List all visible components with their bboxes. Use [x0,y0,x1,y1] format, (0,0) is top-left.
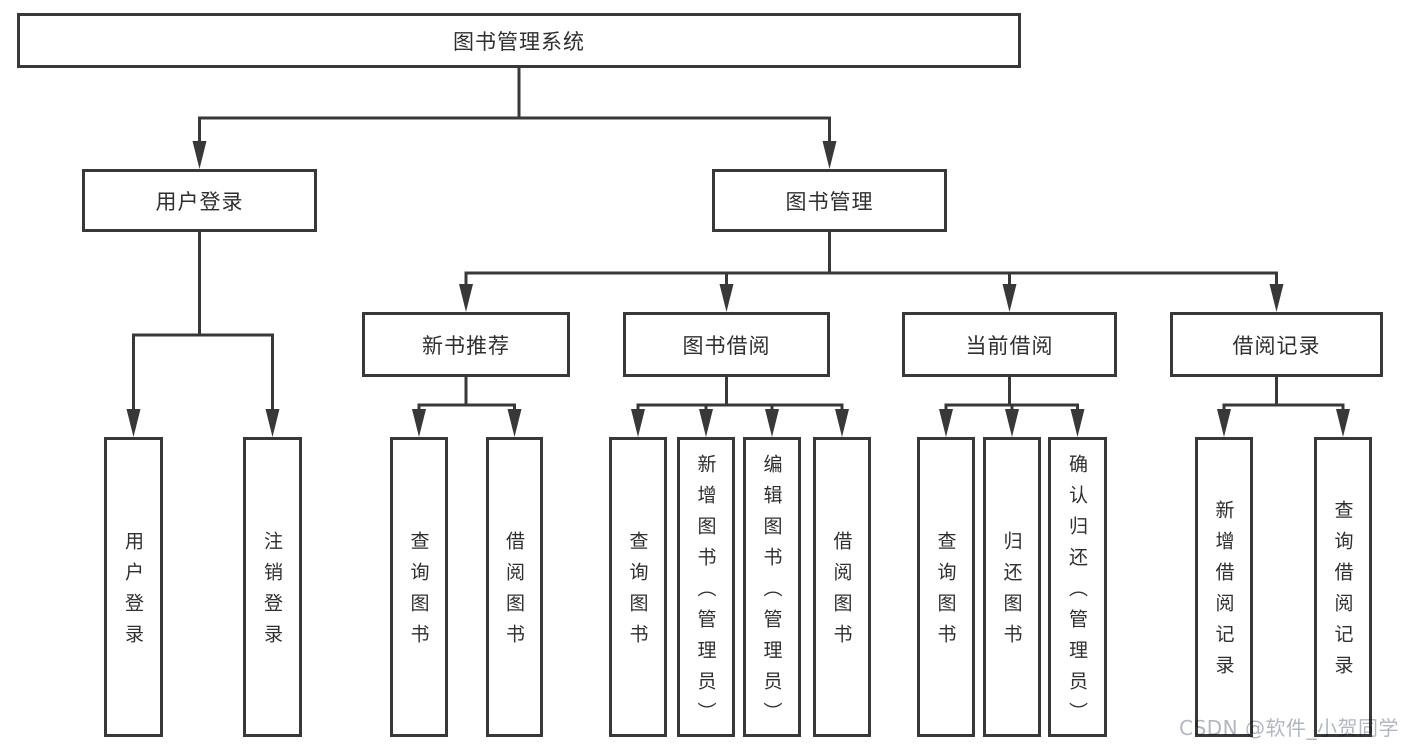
arrowhead [1005,409,1019,437]
arrowhead [412,409,426,437]
node-borrowing-query-books: 查询图书 [609,437,667,737]
node-borrowing-edit-books-admin: 编辑图书（管理员） [743,437,801,737]
arrowhead [507,409,522,437]
node-label: 查询图书 [934,531,957,655]
node-label: 用户登录 [122,531,144,655]
node-label: 新增图书（管理员） [694,453,717,733]
node-label: 图书管理系统 [453,29,585,54]
arrowhead [1002,284,1017,312]
connector-borrowing-records-children [1217,377,1350,437]
connector-current-borrowing-children [939,377,1085,437]
arrowhead [459,284,473,312]
node-label: 查询借阅记录 [1331,500,1354,686]
arrowhead [631,409,645,437]
connector-new-book-recommendation-children [412,377,522,437]
connector-book-borrowing-children [631,377,849,437]
node-borrowing-add-books-admin: 新增图书（管理员） [677,437,735,737]
arrowhead [1269,284,1284,312]
arrowhead [835,409,849,437]
node-label: 查询图书 [407,531,430,655]
node-current-query-books: 查询图书 [917,437,975,737]
arrowhead [939,409,953,437]
arrowhead [1217,409,1231,437]
node-user-login-leaf: 用户登录 [104,437,163,737]
node-system-root: 图书管理系统 [17,13,1021,68]
node-book-borrowing: 图书借阅 [623,312,830,377]
node-label: 编辑图书（管理员） [760,453,783,733]
arrowhead [1070,409,1085,437]
node-label: 当前借阅 [965,333,1054,358]
node-label: 图书管理 [785,189,874,214]
node-label: 借阅记录 [1232,333,1321,358]
arrowhead [1336,409,1350,437]
node-current-confirm-return-admin: 确认归还（管理员） [1048,437,1107,737]
node-label: 查询图书 [626,531,649,655]
node-label: 用户登录 [155,189,244,214]
node-label: 注销登录 [261,531,283,655]
connector-root-to-level2 [192,68,837,169]
connector-user-login-children [126,232,280,437]
node-book-management: 图书管理 [712,169,947,232]
node-recommend-query-books: 查询图书 [390,437,448,737]
node-records-query-record: 查询借阅记录 [1314,437,1372,737]
node-recommend-borrow-books: 借阅图书 [486,437,543,737]
arrowhead [822,141,837,169]
node-current-return-books: 归还图书 [983,437,1041,737]
node-user-login: 用户登录 [82,169,317,232]
arrowhead [765,409,779,437]
node-label: 新书推荐 [422,333,510,358]
node-new-book-recommendation: 新书推荐 [362,312,570,377]
node-current-borrowing: 当前借阅 [902,312,1117,377]
node-label: 图书借阅 [682,333,771,358]
node-borrowing-borrow-books: 借阅图书 [813,437,871,737]
node-label: 新增借阅记录 [1212,500,1235,686]
arrowhead [699,409,713,437]
node-label: 归还图书 [1000,531,1023,655]
node-label: 确认归还（管理员） [1066,453,1088,733]
node-label: 借阅图书 [503,531,525,655]
connector-book-management-children [459,232,1284,312]
node-records-add-record: 新增借阅记录 [1195,437,1253,737]
csdn-watermark: CSDN @软件_小贺同学 [1179,716,1399,740]
arrowhead [192,141,207,169]
arrowhead [126,409,141,437]
arrowhead [719,284,734,312]
node-borrowing-records: 借阅记录 [1170,312,1383,377]
node-logout-leaf: 注销登录 [243,437,302,737]
node-label: 借阅图书 [830,531,853,655]
arrowhead [265,409,280,437]
